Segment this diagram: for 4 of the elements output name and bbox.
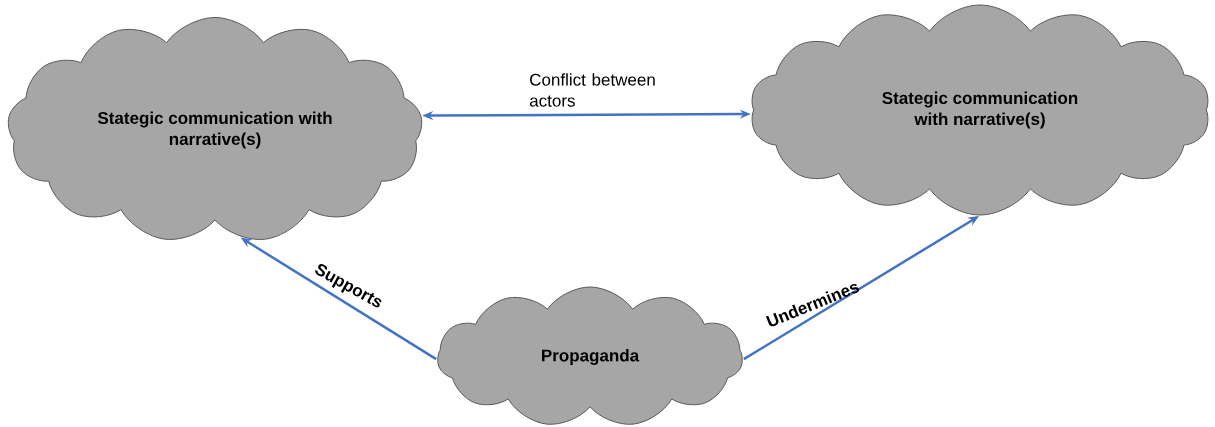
edge-label: Conflict between actors [529,73,655,107]
cloud: Propaganda [437,286,743,425]
cloud: Stategic communication with narrative(s) [7,17,423,240]
cloud: Stategic communication with narrative(s) [751,4,1209,216]
